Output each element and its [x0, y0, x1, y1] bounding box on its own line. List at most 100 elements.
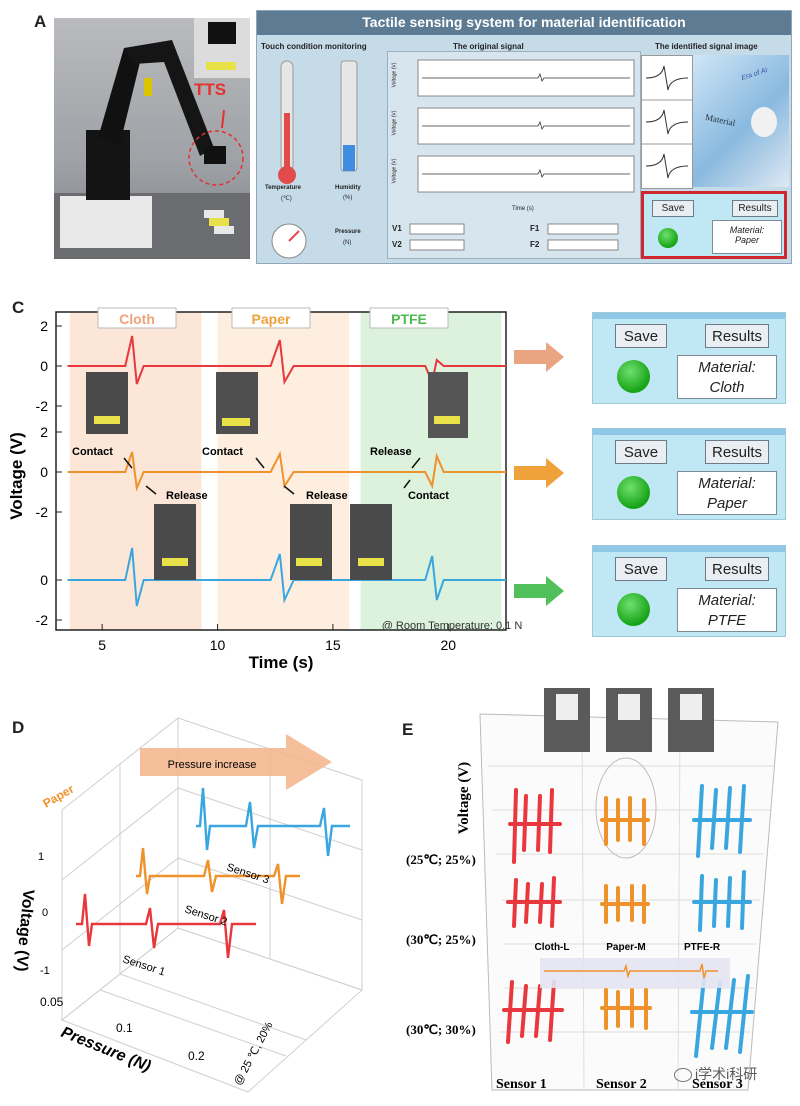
tts-inset-photo	[194, 18, 250, 78]
humidity-label: Humidity	[335, 185, 361, 191]
inset-trace	[544, 963, 718, 979]
material-paper-label: Paper	[41, 782, 77, 811]
sensor-3-label: Sensor 3	[225, 861, 271, 886]
d-zlabel: Voltage (V)	[12, 889, 36, 973]
e-signal-glyphs	[502, 784, 754, 1058]
material-value-cloth: Cloth	[709, 379, 745, 396]
save-button-paper[interactable]: Save	[615, 440, 667, 464]
release-annotation-3: Release	[370, 446, 412, 458]
save-button-cloth[interactable]: Save	[615, 324, 667, 348]
signal-ylabel-2: Voltage (V)	[391, 110, 398, 136]
sensor-3-col-label: Sensor 3	[692, 1077, 743, 1092]
y-tick-label: 2	[40, 424, 48, 440]
cloth-label: Cloth	[119, 311, 155, 327]
robot-caption: Era of AI	[740, 67, 769, 82]
save-button-ptfe[interactable]: Save	[615, 557, 667, 581]
contact-photos	[86, 372, 468, 580]
y-tick-label: 0	[40, 572, 48, 588]
sensor-3-trace	[196, 787, 350, 857]
robot-arm-photo: TTS	[54, 18, 250, 259]
material-box-ptfe: Material: PTFE	[677, 588, 777, 632]
pressure-label: Pressure	[335, 229, 361, 235]
material-label-b: Material:	[729, 225, 765, 235]
series-cloth-line	[67, 335, 506, 386]
material-box-b: Material: Paper	[712, 220, 782, 254]
results-button-ptfe[interactable]: Results	[705, 557, 769, 581]
interface-title: Tactile sensing system for material iden…	[362, 14, 686, 30]
signal-section-title: The original signal	[453, 42, 524, 51]
series-ptfe-line	[67, 547, 506, 607]
result-box-ptfe: Save Results Material: PTFE	[592, 545, 786, 637]
watermark-text: i学术i科研	[695, 1066, 758, 1082]
arrow-paper	[514, 458, 564, 488]
pressure-unit: (N)	[343, 240, 352, 246]
region-labels: Cloth Paper PTFE	[97, 307, 449, 329]
arrow-ptfe	[514, 576, 564, 606]
chart-footnote: @ Room Temperature; 0.1 N	[382, 620, 523, 632]
sensor-1-trace	[76, 893, 256, 959]
tts-callout	[188, 109, 244, 186]
panel-e-chart: Cloth-L Paper-M PTFE-R Voltage (V) (25℃;…	[406, 688, 779, 1092]
material-value-b: Paper	[734, 235, 760, 245]
gauges	[271, 60, 358, 259]
z-tick-1: 1	[38, 851, 44, 863]
interface-title-bar	[257, 11, 791, 35]
contact-annotation-2: Contact	[202, 446, 243, 458]
ptfe-label: PTFE	[391, 311, 427, 327]
robot-head	[751, 107, 777, 137]
results-button-b[interactable]: Results	[732, 200, 778, 217]
x-tick-01: 0.1	[116, 1021, 133, 1035]
chart-series	[67, 335, 506, 607]
led-indicator-ptfe	[617, 593, 650, 626]
ai-robot-image: Material Era of AI	[693, 55, 789, 187]
x-tick-label: 20	[441, 637, 457, 653]
paper-label: Paper	[252, 311, 291, 327]
material-value-paper: Paper	[706, 495, 748, 512]
y-tick-label: -2	[36, 398, 49, 414]
results-button-cloth[interactable]: Results	[705, 324, 769, 348]
sensor-2-trace	[136, 847, 300, 905]
material-box-paper: Material: Paper	[677, 471, 777, 515]
inset-label-ptfe: PTFE-R	[684, 942, 721, 953]
e-photos	[544, 688, 714, 752]
image-section-title: The identified signal image	[655, 42, 758, 51]
field-f1: F1	[530, 224, 540, 233]
material-word: Material	[704, 111, 737, 129]
inset-label-paper: Paper-M	[606, 942, 645, 953]
condition-3: (30℃; 30%)	[406, 1022, 476, 1037]
sensor-2-col-label: Sensor 2	[596, 1077, 647, 1092]
inset-label-cloth: Cloth-L	[535, 942, 570, 953]
temperature-unit: (℃)	[281, 196, 292, 202]
y-tick-label: 0	[40, 464, 48, 480]
temperature-label: Temperature	[265, 185, 301, 191]
release-annotation-2: Release	[306, 490, 348, 502]
contact-annotation-3: Contact	[408, 490, 449, 502]
pressure-arrow	[140, 734, 332, 790]
field-v1: V1	[392, 224, 402, 233]
panel-label-d: D	[12, 718, 25, 737]
watermark: i学术i科研	[674, 1064, 757, 1084]
software-interface: Tactile sensing system for material iden…	[256, 10, 792, 264]
material-label-ptfe: Material:	[698, 592, 756, 609]
material-label-cloth: Material:	[698, 359, 756, 376]
highlight-ellipse	[595, 757, 657, 859]
y-tick-label: 0	[40, 358, 48, 374]
signal-ylabel-1: Voltage (V)	[391, 62, 398, 88]
results-button-paper[interactable]: Results	[705, 440, 769, 464]
tts-label: TTS	[194, 80, 227, 99]
wechat-icon	[674, 1068, 692, 1083]
z-tick-0: 0	[42, 907, 48, 919]
result-box-cloth: Save Results Material: Cloth	[592, 312, 786, 404]
led-indicator-cloth	[617, 360, 650, 393]
panel-label-e: E	[402, 720, 414, 739]
result-arrows	[514, 342, 564, 606]
chart-ylabel: Voltage (V)	[7, 432, 26, 520]
y-tick-label: -2	[36, 504, 49, 520]
signal-traces	[390, 59, 638, 254]
signal-area: Voltage (V) Voltage (V) Voltage (V) Time…	[387, 51, 641, 259]
robot-arm-illustration	[54, 40, 250, 259]
x-tick-label: 5	[98, 637, 106, 653]
field-v2: V2	[392, 240, 402, 249]
save-button-b[interactable]: Save	[652, 200, 694, 217]
